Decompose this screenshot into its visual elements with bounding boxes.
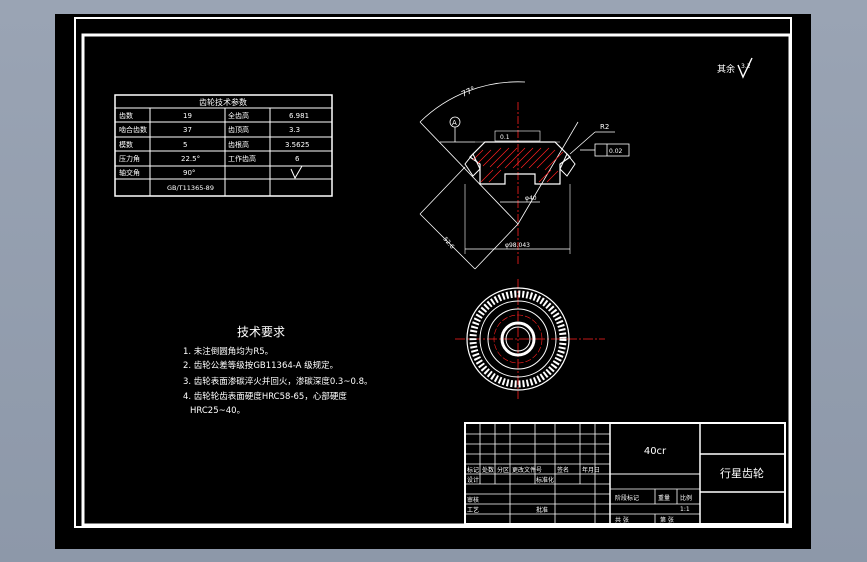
tb-material: 40cr bbox=[644, 446, 667, 457]
dim-pitch: φ98.043 bbox=[505, 242, 530, 249]
param-value: 3.5625 bbox=[285, 141, 310, 149]
param-key: 齿根高 bbox=[228, 140, 249, 149]
surface-finish-value: 3.2 bbox=[741, 63, 751, 70]
gear-section-view: 52.6 77° 0.1 A R2 bbox=[419, 81, 630, 270]
tb-header-cell: 更改文件号 bbox=[512, 466, 542, 474]
param-value: 37 bbox=[183, 126, 192, 134]
param-value: 3.3 bbox=[289, 126, 300, 134]
tb-header-cell: 签名 bbox=[557, 466, 569, 474]
dim-radius: R2 bbox=[600, 123, 609, 131]
datum-label: A bbox=[452, 119, 457, 127]
tech-requirements: 技术要求 1. 未注倒圆角均为R5。 2. 齿轮公差等级按GB11364-A 级… bbox=[183, 325, 372, 416]
tb-label-standardize: 标准化 bbox=[536, 476, 554, 484]
tech-req-item: 4. 齿轮轮齿表面硬度HRC58-65，心部硬度 bbox=[183, 391, 347, 402]
param-key: 啮合齿数 bbox=[119, 125, 147, 134]
param-table: 齿轮技术参数 齿数 19 全齿高 6.981 啮合齿数 37 齿顶高 3.3 模… bbox=[114, 94, 333, 197]
param-value: 19 bbox=[183, 112, 192, 120]
param-key: 模数 bbox=[119, 140, 133, 149]
tb-label-reviewer: 审核 bbox=[467, 496, 479, 504]
param-value: 6 bbox=[295, 155, 300, 163]
param-key: 轴交角 bbox=[119, 168, 140, 177]
tech-req-item: 2. 齿轮公差等级按GB11364-A 级规定。 bbox=[183, 360, 338, 371]
tech-req-item: 3. 齿轮表面渗碳淬火并回火，渗碳深度0.3~0.8。 bbox=[183, 376, 372, 387]
tech-req-item: HRC25~40。 bbox=[190, 406, 245, 416]
dim-angle: 77° bbox=[460, 85, 477, 99]
tb-header-cell: 标记 bbox=[467, 466, 479, 474]
tb-label-scale: 比例 bbox=[680, 494, 692, 502]
tb-sheet-total: 共 张 bbox=[615, 516, 629, 524]
tb-label-process: 工艺 bbox=[467, 506, 479, 514]
param-standard: GB/T11365-89 bbox=[167, 184, 214, 192]
param-key: 齿顶高 bbox=[228, 125, 249, 134]
tb-part-name: 行星齿轮 bbox=[720, 466, 764, 480]
dim-tol: 0.1 bbox=[500, 134, 510, 141]
tech-req-title: 技术要求 bbox=[237, 325, 285, 339]
tech-req-item: 1. 未注倒圆角均为R5。 bbox=[183, 346, 273, 357]
param-value: 5 bbox=[183, 141, 187, 149]
inner-border bbox=[81, 33, 792, 527]
param-key: 全齿高 bbox=[228, 111, 249, 120]
dim-cone: 52.6 bbox=[441, 236, 455, 251]
tb-label-stage: 阶段标记 bbox=[615, 494, 639, 502]
tb-sheet-no: 第 张 bbox=[660, 516, 674, 524]
runout-value: 0.02 bbox=[609, 148, 623, 155]
tb-label-approve: 批准 bbox=[536, 506, 548, 514]
title-block: 标记 处数 分区 更改文件号 签名 年月日 设计 标准化 审核 工艺 批准 阶段… bbox=[464, 422, 786, 525]
param-value: 90° bbox=[183, 169, 195, 177]
param-key: 齿数 bbox=[119, 111, 133, 120]
tb-scale-value: 1:1 bbox=[680, 506, 690, 513]
surface-finish-label: 其余 bbox=[717, 63, 735, 75]
param-key: 工作齿高 bbox=[228, 154, 256, 163]
tb-header-cell: 处数 bbox=[482, 466, 494, 474]
param-table-title: 齿轮技术参数 bbox=[199, 97, 247, 107]
param-key: 压力角 bbox=[119, 154, 140, 163]
tb-header-cell: 年月日 bbox=[582, 466, 600, 474]
tb-header-cell: 分区 bbox=[497, 466, 509, 474]
tb-label-designer: 设计 bbox=[467, 476, 479, 484]
surface-finish-mark: 其余 3.2 bbox=[717, 57, 753, 79]
tb-label-weight: 重量 bbox=[658, 494, 670, 502]
drawing-canvas: 其余 3.2 齿轮技术参数 齿数 19 全齿高 6.981 啮合齿数 37 齿顶… bbox=[74, 17, 792, 528]
param-value: 6.981 bbox=[289, 112, 309, 120]
param-value: 22.5° bbox=[181, 155, 200, 163]
cad-viewport[interactable]: 其余 3.2 齿轮技术参数 齿数 19 全齿高 6.981 啮合齿数 37 齿顶… bbox=[55, 14, 811, 549]
dim-bore: φ40 bbox=[525, 195, 537, 202]
gear-front-view bbox=[455, 279, 605, 399]
